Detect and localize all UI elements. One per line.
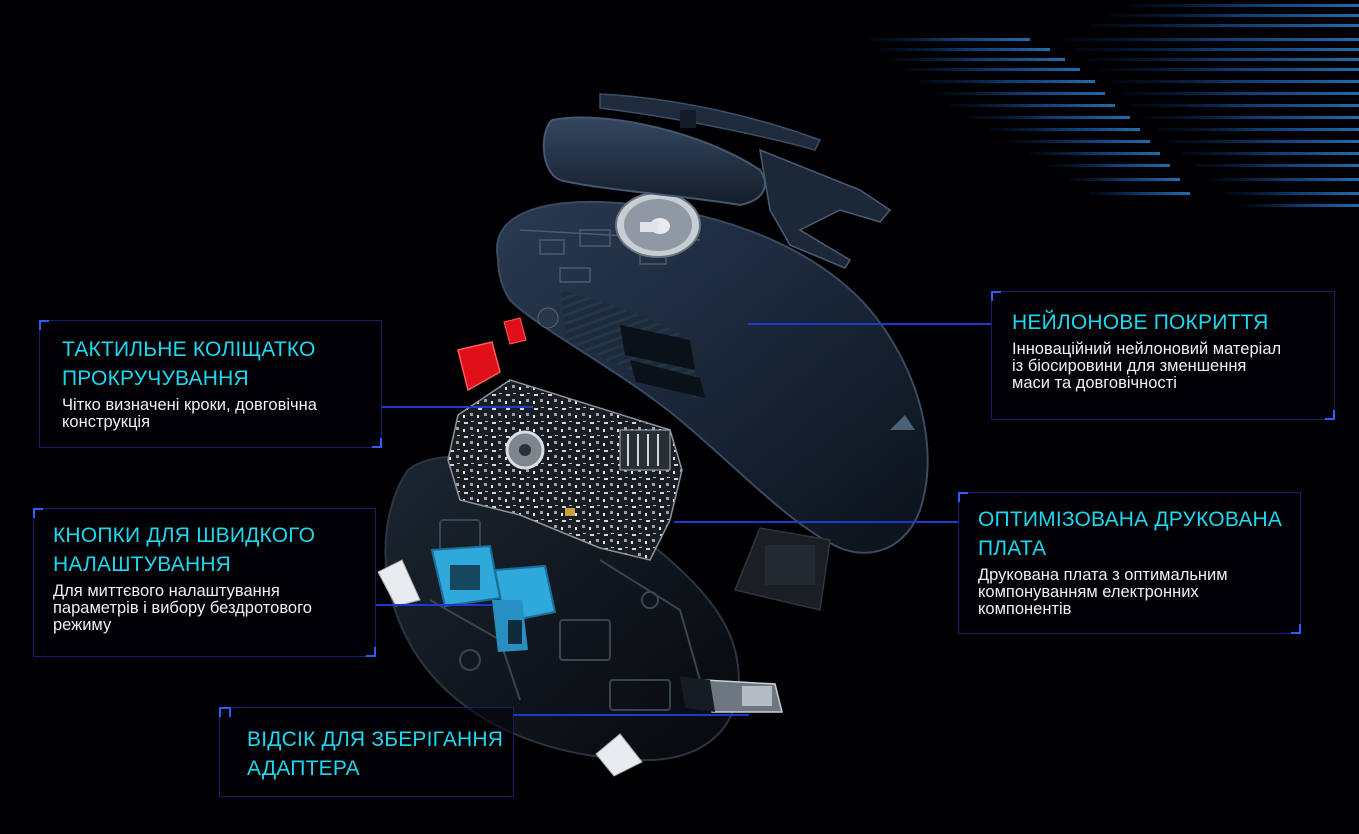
callout-description: Інноваційний нейлоновий матеріал із біос… <box>1012 340 1282 392</box>
mouse-top-shell <box>496 200 929 554</box>
leader-line-adapter <box>513 714 749 716</box>
scroll-wheel <box>615 192 701 258</box>
callout-nylon-coating: НЕЙЛОНОВЕ ПОКРИТТЯ Інноваційний нейлонов… <box>991 291 1335 420</box>
callout-description: Чітко визначені кроки, довговічна констр… <box>62 396 317 431</box>
printed-circuit-board <box>447 379 683 561</box>
callout-title: ОПТИМІЗОВАНА ДРУКОВАНА ПЛАТА <box>978 508 1283 560</box>
callout-quick-buttons: КНОПКИ ДЛЯ ШВИДКОГО НАЛАШТУВАННЯ Для мит… <box>33 508 376 657</box>
callout-title: КНОПКИ ДЛЯ ШВИДКОГО НАЛАШТУВАННЯ <box>53 524 316 576</box>
callout-optimized-pcb: ОПТИМІЗОВАНА ДРУКОВАНА ПЛАТА Друкована п… <box>958 492 1301 634</box>
callout-title: ТАКТИЛЬНЕ КОЛІЩАТКО ПРОКРУЧУВАННЯ <box>62 338 316 390</box>
callout-scroll-wheel: ТАКТИЛЬНЕ КОЛІЩАТКО ПРОКРУЧУВАННЯ Чітко … <box>39 320 382 448</box>
speed-lines-decoration <box>870 4 1359 207</box>
callout-adapter-storage: ВІДСІК ДЛЯ ЗБЕРІГАННЯ АДАПТЕРА <box>219 707 514 797</box>
side-grip-panel <box>733 527 831 611</box>
callout-description: Друкована плата з оптимальним компонуван… <box>978 566 1228 618</box>
leader-line-buttons <box>376 604 492 606</box>
callout-title: НЕЙЛОНОВЕ ПОКРИТТЯ <box>1012 311 1269 334</box>
leader-line-scroll <box>381 406 533 408</box>
leader-line-nylon <box>748 323 992 325</box>
usb-adapter <box>680 676 783 713</box>
callout-description: Для миттєвого налаштування параметрів і … <box>53 582 312 634</box>
callout-title: ВІДСІК ДЛЯ ЗБЕРІГАННЯ АДАПТЕРА <box>247 728 504 780</box>
mouse-feet <box>377 559 643 777</box>
leader-line-pcb <box>674 521 958 523</box>
quick-settings-buttons <box>430 544 557 652</box>
scroll-encoder-parts <box>457 317 527 392</box>
mouse-buttons-cover <box>542 93 892 269</box>
